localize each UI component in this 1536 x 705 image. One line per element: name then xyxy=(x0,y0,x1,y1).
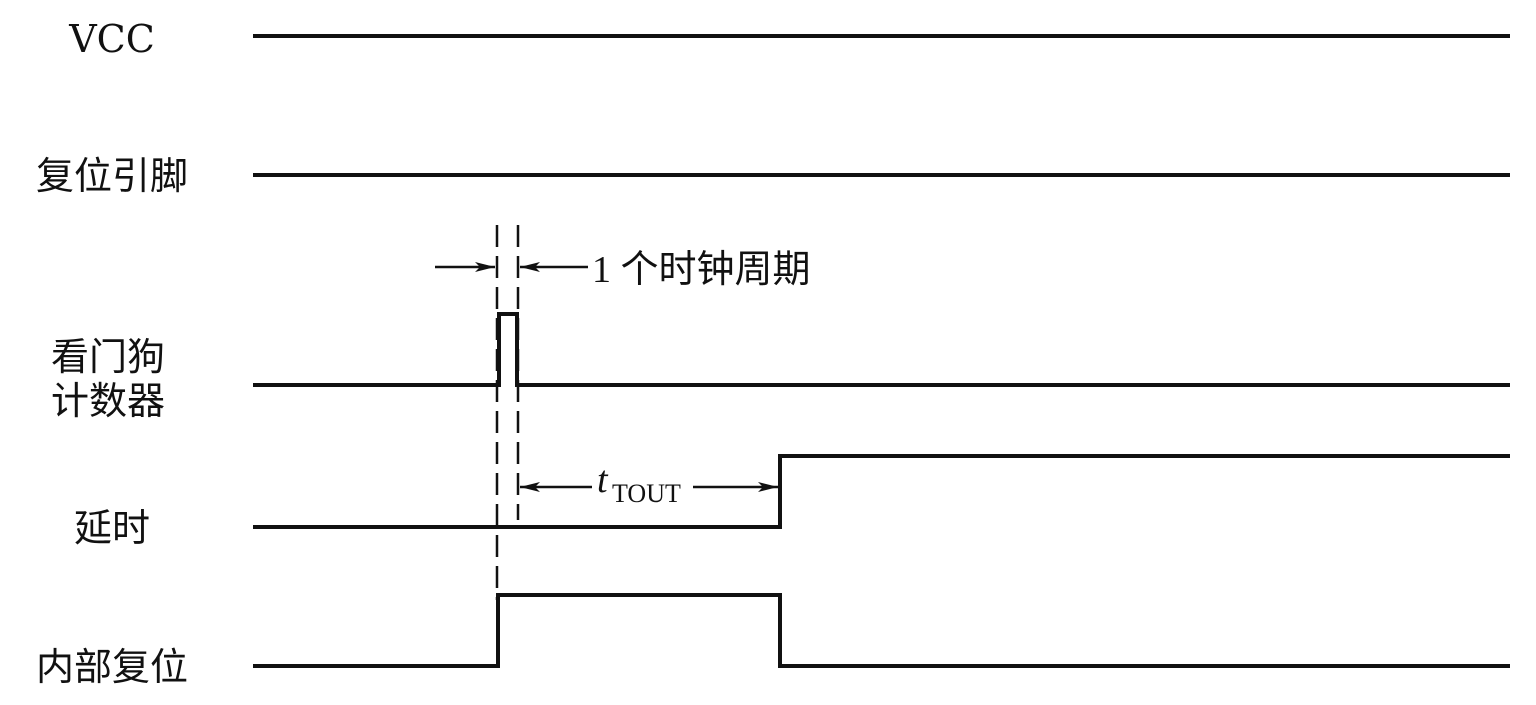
signal-watchdog-counter xyxy=(253,312,1510,387)
tout-symbol: t xyxy=(597,459,609,501)
tout-subscript: TOUT xyxy=(612,479,681,508)
label-vcc: VCC xyxy=(68,17,155,61)
label-delay: 延时 xyxy=(74,506,150,550)
signal-internal-reset xyxy=(253,593,1510,668)
label-internal-reset: 内部复位 xyxy=(36,645,188,689)
label-watchdog-line1: 看门狗 xyxy=(51,335,165,379)
label-reset-pin: 复位引脚 xyxy=(36,154,188,198)
signal-delay xyxy=(253,454,1510,529)
label-watchdog-line2: 计数器 xyxy=(51,379,165,423)
clock-period-label: 1 个时钟周期 xyxy=(592,249,811,291)
